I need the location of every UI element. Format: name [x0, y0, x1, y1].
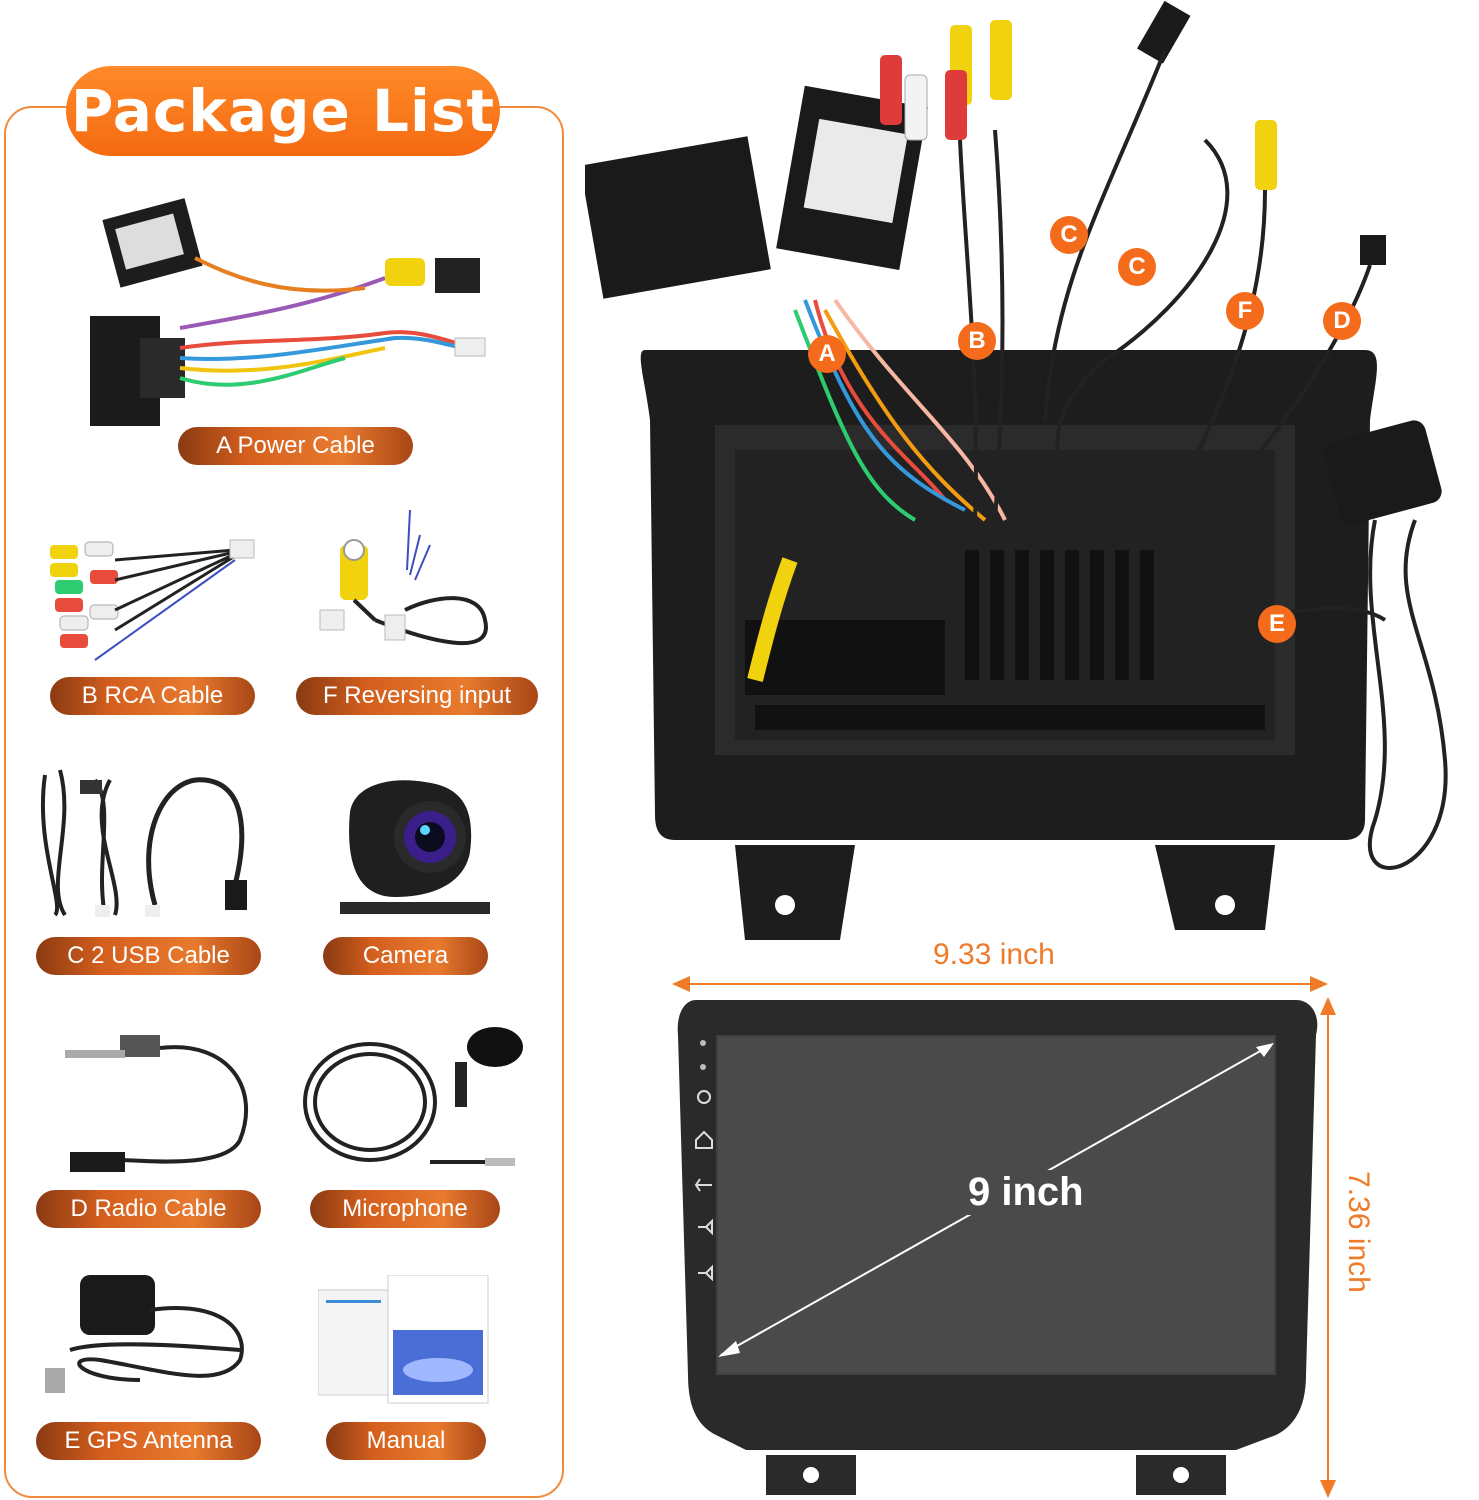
- item-label-gps-antenna: E GPS Antenna: [36, 1422, 261, 1460]
- width-arrow: [672, 976, 1328, 992]
- item-label-radio-cable: D Radio Cable: [36, 1190, 261, 1228]
- usb-cable-image: [40, 769, 247, 917]
- rca-cable-image: [50, 539, 255, 661]
- item-label-microphone: Microphone: [310, 1190, 500, 1228]
- screen-size-label: 9 inch: [960, 1170, 1092, 1215]
- cable-letter-a: A: [808, 335, 846, 373]
- radio-cable-image: [65, 1035, 249, 1172]
- package-list-title: Package List: [66, 66, 500, 156]
- height-arrow: [1320, 997, 1336, 1498]
- width-dimension-label: 9.33 inch: [933, 938, 1055, 971]
- height-dimension-label: 7.36 inch: [1342, 1171, 1375, 1293]
- camera-image: [340, 780, 490, 914]
- item-label-reversing-input: F Reversing input: [296, 677, 538, 715]
- item-label-camera: Camera: [323, 937, 488, 975]
- cable-letter-d: D: [1323, 302, 1361, 340]
- cable-letter-f: F: [1226, 292, 1264, 330]
- cable-letter-c2: C: [1118, 248, 1156, 286]
- head-unit-front-image: [677, 1000, 1318, 1495]
- cable-letter-b: B: [958, 322, 996, 360]
- item-label-rca-cable: B RCA Cable: [50, 677, 255, 715]
- power-cable-image: [90, 198, 486, 426]
- gps-antenna-image: [45, 1275, 244, 1393]
- item-label-power-cable: A Power Cable: [178, 427, 413, 465]
- head-unit-rear-image: [585, 0, 1448, 940]
- microphone-image: [303, 1027, 523, 1166]
- manual-image: [318, 1275, 489, 1404]
- item-label-manual: Manual: [326, 1422, 486, 1460]
- cable-letter-e: E: [1258, 605, 1296, 643]
- cable-letter-c1: C: [1050, 216, 1088, 254]
- item-label-usb-cable: C 2 USB Cable: [36, 937, 261, 975]
- reversing-input-image: [319, 510, 488, 645]
